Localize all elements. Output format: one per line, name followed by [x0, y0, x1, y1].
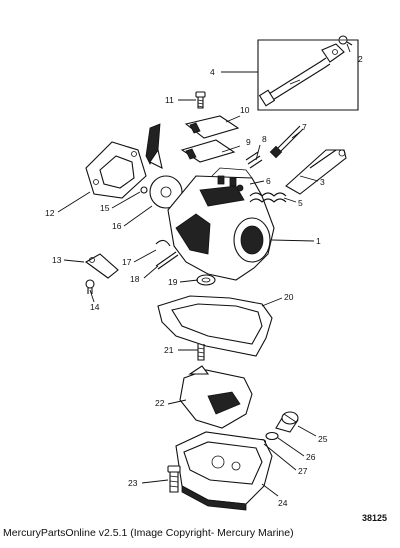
- part-5-spring: [236, 184, 287, 203]
- callout-7: 7: [302, 122, 307, 132]
- part-17-clip: [155, 239, 171, 247]
- part-3-adjustment-screw: [285, 149, 347, 195]
- callout-1: 1: [316, 236, 321, 246]
- callout-15: 15: [100, 203, 110, 213]
- callout-17: 17: [122, 257, 132, 267]
- part-10-plates: [180, 115, 240, 163]
- part-19-washer: [196, 274, 216, 286]
- callout-3: 3: [320, 177, 325, 187]
- callout-5: 5: [298, 198, 303, 208]
- callout-10: 10: [240, 105, 250, 115]
- callout-26: 26: [306, 452, 316, 462]
- part-11-screw: [195, 91, 206, 109]
- part-24-float-bowl: [175, 431, 273, 511]
- footer-copyright: MercuryPartsOnline v2.5.1 (Image Copyrig…: [3, 527, 294, 539]
- part-18-pin: [155, 251, 179, 270]
- callout-22: 22: [155, 398, 165, 408]
- callout-12: 12: [45, 208, 55, 218]
- part-13-link: [84, 253, 119, 279]
- part-4-throttle-shaft: [257, 39, 359, 111]
- part-25-fitting: [275, 411, 299, 433]
- part-26-washer: [265, 431, 279, 441]
- figure-number: 38125: [362, 513, 387, 523]
- callout-9: 9: [246, 137, 251, 147]
- callout-19: 19: [168, 277, 178, 287]
- callout-18: 18: [130, 274, 140, 284]
- part-12-gasket: [85, 141, 147, 199]
- callout-11: 11: [165, 95, 174, 105]
- callout-23: 23: [128, 478, 138, 488]
- callout-8: 8: [262, 134, 267, 144]
- part-14-screw: [85, 279, 95, 294]
- callout-2: 2: [358, 54, 363, 64]
- callout-27: 27: [298, 466, 308, 476]
- part-21-screw: [197, 344, 205, 361]
- part-16-diaphragm: [140, 123, 183, 209]
- callout-6: 6: [266, 176, 271, 186]
- part-2-screw: [338, 35, 353, 46]
- part-1-carburetor-body: [167, 167, 275, 281]
- leader-lines: [57, 43, 351, 497]
- callout-13: 13: [52, 255, 62, 265]
- callout-labels: 1 2 3 4 5 6 7 8 9 10 11 12 13 14 15 16 1…: [45, 54, 363, 508]
- callout-21: 21: [164, 345, 174, 355]
- callout-14: 14: [90, 302, 100, 312]
- part-23-screw: [167, 465, 181, 493]
- callout-24: 24: [278, 498, 288, 508]
- part-22-float: [179, 365, 253, 429]
- callout-25: 25: [318, 434, 328, 444]
- part-7-needle: [269, 125, 304, 159]
- part-8-spring: [245, 151, 263, 169]
- part-20-gasket: [157, 295, 273, 357]
- callout-4: 4: [210, 67, 215, 77]
- callout-16: 16: [112, 221, 122, 231]
- callout-20: 20: [284, 292, 294, 302]
